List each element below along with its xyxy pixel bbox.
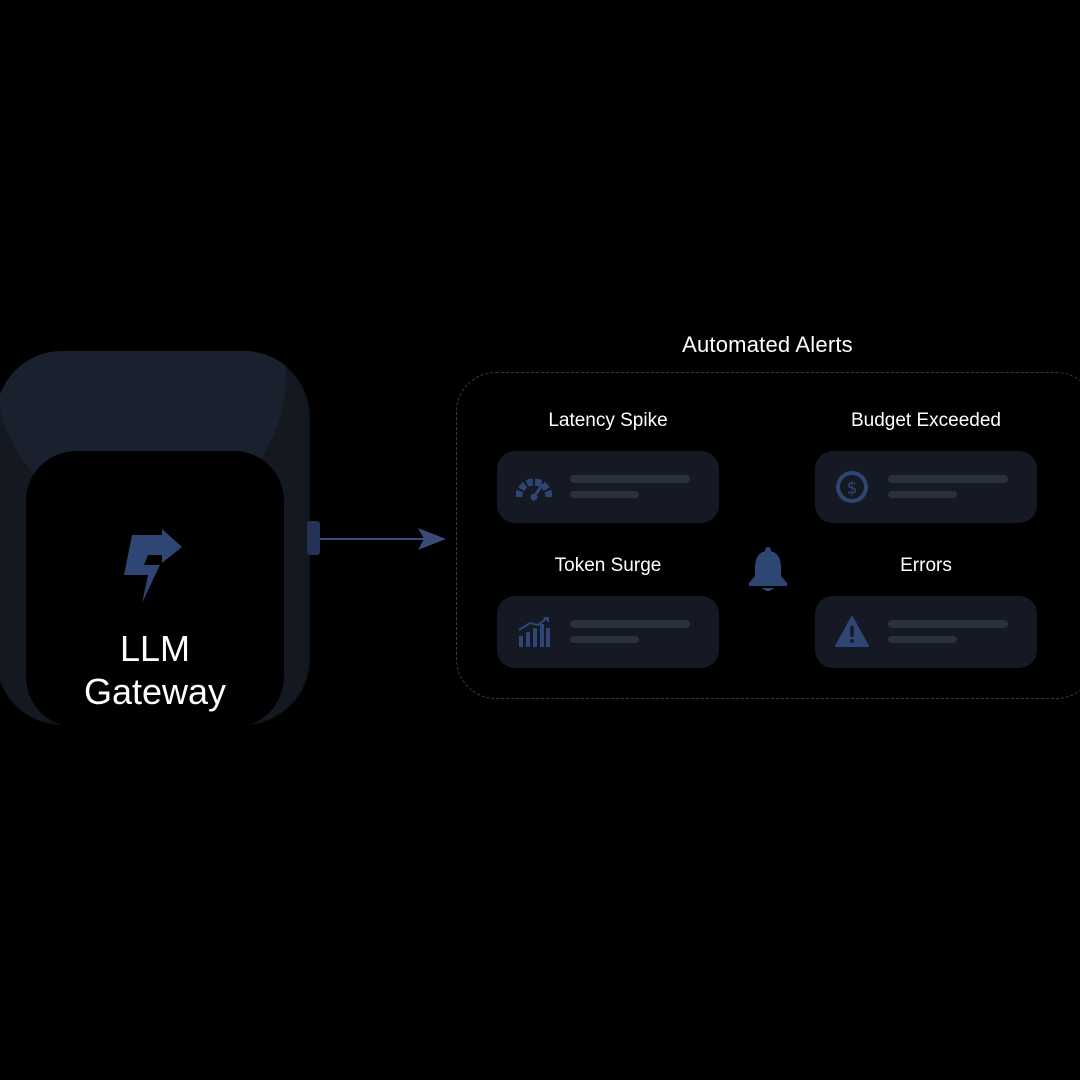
placeholder-line — [570, 636, 639, 643]
alert-label-token-surge: Token Surge — [554, 555, 662, 576]
gateway-device — [0, 351, 310, 725]
alert-card-budget-exceeded: $ — [815, 451, 1037, 523]
alerts-panel — [456, 372, 1080, 699]
alerts-title: Automated Alerts — [682, 332, 853, 357]
placeholder-line — [888, 475, 1008, 483]
placeholder-line — [570, 491, 639, 498]
dollar-coin-icon: $ — [836, 471, 868, 503]
gateway-title-line2: Gateway — [83, 671, 227, 712]
bar-chart-trend-icon — [518, 617, 550, 647]
alert-label-latency-spike: Latency Spike — [548, 410, 668, 431]
alert-card-errors — [815, 596, 1037, 668]
gateway-title: LLM Gateway — [40, 627, 270, 713]
alert-card-latency-spike — [497, 451, 719, 523]
gateway-side-button — [307, 521, 320, 555]
svg-text:$: $ — [847, 479, 858, 499]
placeholder-line — [888, 620, 1008, 628]
placeholder-line — [888, 636, 957, 643]
placeholder-line — [570, 620, 690, 628]
lightning-arrow-icon — [124, 529, 182, 603]
placeholder-line — [888, 491, 957, 498]
bell-icon — [749, 547, 787, 591]
connector-arrow — [320, 528, 446, 550]
speedometer-icon — [516, 478, 552, 501]
warning-triangle-icon — [835, 616, 869, 647]
gateway-screen — [26, 451, 284, 725]
placeholder-line — [570, 475, 690, 483]
alert-label-errors: Errors — [900, 555, 952, 576]
gateway-title-line1: LLM — [119, 628, 191, 669]
alert-label-budget-exceeded: Budget Exceeded — [850, 410, 1001, 431]
alert-card-token-surge — [497, 596, 719, 668]
